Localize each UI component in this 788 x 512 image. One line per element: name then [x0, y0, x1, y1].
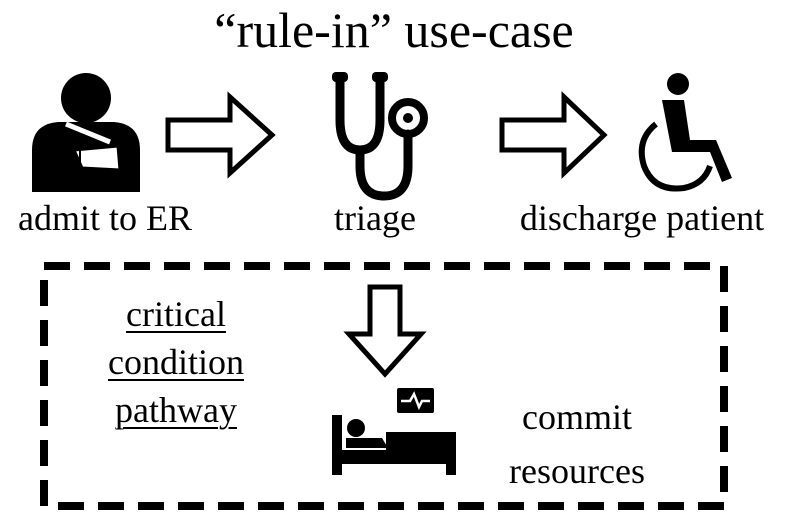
pathway-label-line-3: pathway [115, 390, 237, 430]
flow-arrow-1 [165, 91, 276, 179]
pathway-label-line-1: critical [126, 294, 226, 334]
stethoscope-icon [335, 75, 428, 201]
commit-line-2: resources [509, 451, 645, 491]
diagram-title: “rule-in” use-case [214, 2, 574, 58]
down-arrow [343, 284, 427, 378]
step-label-triage: triage [334, 198, 416, 238]
step-label-discharge: discharge patient [519, 198, 765, 238]
pathway-label-line-2: condition [108, 342, 244, 382]
commit-line-1: commit [522, 397, 632, 437]
pathway-dashed-box [40, 262, 728, 510]
commit-resources-label: commit resources [478, 390, 676, 498]
stethoscope-earpiece-left [332, 72, 348, 82]
step-label-admit: admit to ER [18, 198, 192, 238]
hospital-bed-monitor-icon [332, 388, 456, 475]
stethoscope-earpiece-right [372, 72, 388, 82]
flow-arrow-2 [499, 91, 608, 179]
wheelchair-icon [638, 73, 732, 192]
pathway-label: critical condition pathway [84, 290, 268, 434]
injured-person-icon [32, 73, 140, 192]
